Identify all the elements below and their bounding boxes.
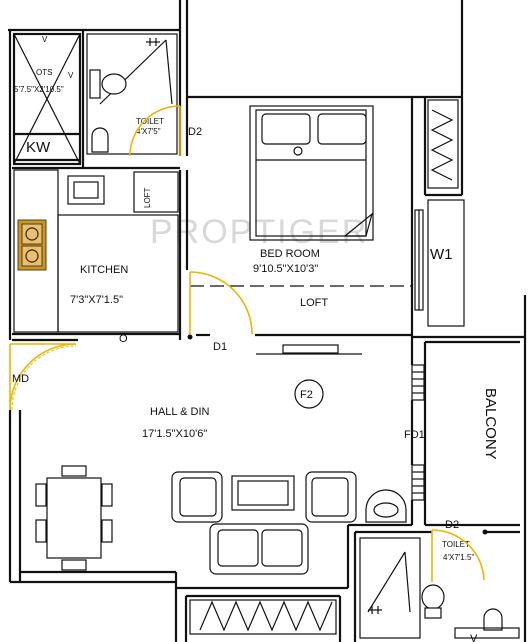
door-d1 — [189, 271, 253, 335]
kitchen-counter — [13, 169, 179, 333]
unit-badge: F2 — [294, 379, 324, 409]
double-bed — [249, 105, 374, 241]
bedroom-name: BED ROOM — [260, 248, 320, 260]
toilet-bottom-size: 4'X7'1.5" — [443, 553, 474, 562]
window-hatch-bottom — [189, 599, 337, 635]
loft-kitchen-label: LOFT — [143, 187, 152, 208]
hall-ventilator — [256, 344, 362, 355]
hall-name: HALL & DIN — [150, 406, 210, 418]
kitchen-size: 7'3"X7'1.5" — [70, 294, 123, 306]
balcony-label: BALCONY — [482, 388, 499, 460]
d2-bottom-label: D2 — [445, 519, 459, 531]
washbasin — [365, 489, 407, 523]
w1-label: W1 — [430, 246, 453, 263]
kitchen-name: KITCHEN — [80, 264, 128, 276]
window-w1 — [414, 199, 465, 327]
v-ots-right: V — [68, 71, 74, 80]
window-hatch-top-right — [427, 99, 459, 189]
toilet-top-size: 4'X7'5" — [136, 127, 161, 136]
md-label: MD — [12, 373, 29, 385]
walls — [8, 0, 527, 642]
d1-hinge — [187, 334, 193, 340]
door-d2-bottom — [431, 529, 485, 582]
v-bottom-label: V — [470, 633, 478, 642]
hatch-fd1-lower — [411, 464, 425, 501]
d2-top-label: D2 — [188, 126, 202, 138]
dining-table — [35, 465, 113, 571]
hall-size: 17'1.5"X10'6" — [142, 428, 207, 440]
gas-stove — [17, 219, 47, 271]
ots-size: 5'7.5"X2'10.5" — [14, 85, 64, 94]
unit-badge-text: F2 — [300, 389, 313, 401]
fd1-label: FD1 — [404, 429, 425, 441]
ots-shaft — [12, 32, 82, 166]
o-label: O — [119, 333, 128, 345]
watermark: PROPTIGER — [150, 213, 368, 251]
kw-label: KW — [26, 139, 51, 156]
toilet-bottom-name: TOILET — [442, 540, 470, 549]
main-door — [9, 343, 77, 411]
ots-name: OTS — [36, 68, 52, 77]
toilet-top-fixtures — [86, 33, 178, 155]
toilet-bottom-fixtures — [359, 537, 520, 639]
door-d2-top — [129, 105, 181, 157]
loft-label: LOFT — [300, 297, 328, 309]
d2-bottom-hinge — [482, 529, 488, 535]
sofa-set — [171, 471, 357, 575]
d1-label: D1 — [213, 341, 227, 353]
toilet-top-name: TOILET — [136, 117, 164, 126]
hatch-fd1-upper — [411, 364, 425, 401]
v-ots-top: V — [42, 35, 48, 44]
bedroom-size: 9'10.5"X10'3" — [253, 263, 318, 275]
